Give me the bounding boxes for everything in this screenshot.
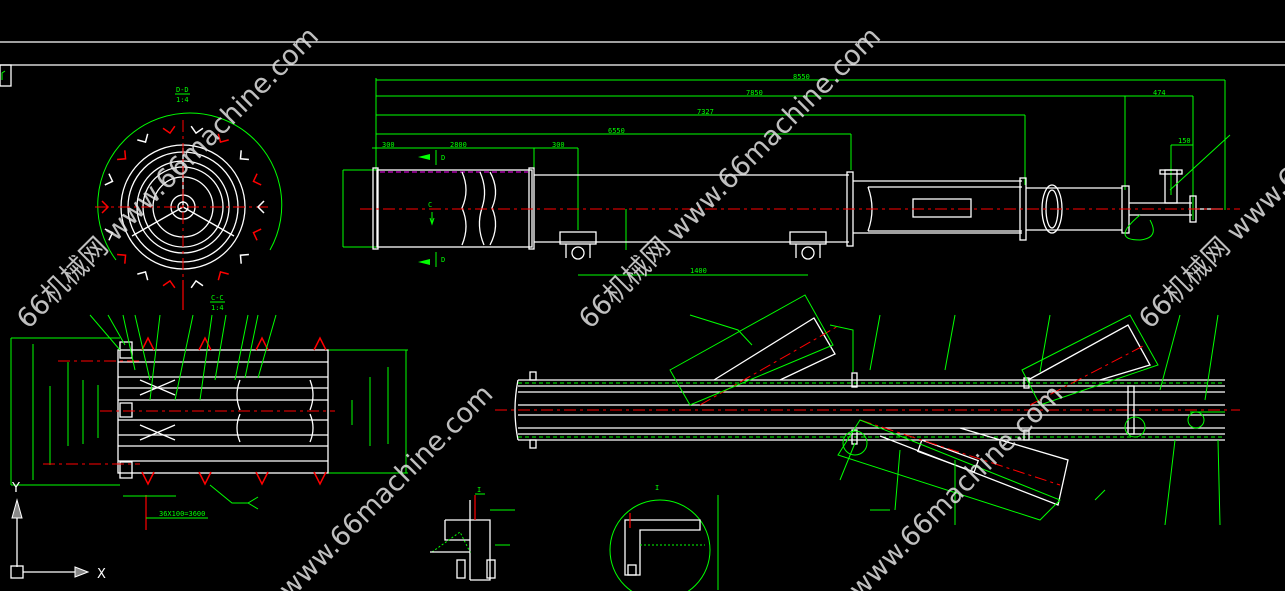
spike-icon [137, 271, 149, 281]
dim-10: 300 [552, 141, 565, 149]
spike-icon [141, 336, 155, 351]
spike-icon [198, 471, 212, 486]
svg-text:www.66machine.com: www.66machine.com [273, 379, 499, 591]
spike-icon [141, 471, 155, 486]
spike-icon [217, 271, 229, 281]
section-marker-d-top: D [441, 154, 445, 162]
dim-4: 6550 [608, 127, 625, 135]
spike-icon [255, 471, 269, 486]
section-cc-scale: 1:4 [211, 304, 224, 312]
dim-3: 7327 [697, 108, 714, 116]
spike-icon [101, 200, 110, 214]
spike-icon [255, 336, 269, 351]
spike-icon [198, 336, 212, 351]
section-marker-d-bottom: D [441, 256, 445, 264]
dim-5: 2800 [450, 141, 467, 149]
spike-icon [104, 173, 114, 186]
watermark: 66机械网 www.66machine.com 66机械网 www.66mach… [11, 21, 1285, 591]
svg-text:www.66machine.com: www.66machine.com [843, 379, 1069, 591]
spike-icon [313, 336, 327, 351]
spike-icon [217, 133, 229, 143]
dim-2: 7850 [746, 89, 763, 97]
detail-circle-title: I [655, 484, 659, 492]
spike-icon [239, 150, 249, 161]
pitch-note: 36X100=3600 [159, 510, 205, 518]
spike-icon [190, 125, 204, 135]
svg-text:66机械网 www.66machine.com: 66机械网 www.66machine.com [573, 21, 887, 335]
spike-icon [239, 253, 249, 264]
spike-icon [313, 471, 327, 486]
spike-icon [162, 125, 176, 135]
detail-i-title: I [477, 486, 481, 494]
saddle-support-right [789, 231, 827, 260]
longitudinal-section-view [495, 294, 1240, 526]
dim-8: 150 [1178, 137, 1191, 145]
dim-9: 1400 [690, 267, 707, 275]
dim-overall: 8550 [793, 73, 810, 81]
spike-icon [190, 279, 204, 289]
dim-7: 474 [1153, 89, 1166, 97]
ucs-y-label: Y [11, 481, 20, 496]
detail-circle-view: I [609, 484, 719, 591]
spike-icon [117, 253, 127, 264]
section-marker-c: C [428, 201, 432, 209]
spike-icon [137, 133, 149, 143]
elevation-view: 8550 7850 7327 6550 300 2800 300 474 150… [342, 73, 1240, 276]
ucs-x-label: X [97, 567, 106, 582]
section-dd-title: D-D [176, 86, 189, 94]
spike-icon [162, 279, 176, 289]
spike-icon [256, 200, 265, 214]
spike-icon [104, 228, 114, 241]
svg-text:66机械网 www.66machine.com: 66机械网 www.66machine.com [1133, 21, 1285, 335]
spike-icon [117, 150, 127, 161]
saddle-support-left [559, 231, 597, 260]
section-dd-view: D-D 1:4 [95, 86, 283, 300]
section-dd-scale: 1:4 [176, 96, 189, 104]
spike-icon [252, 173, 262, 186]
section-cc-view: C-C 1:4 36X100=3600 [10, 280, 408, 530]
section-cc-title: C-C [211, 294, 224, 302]
leader-lines [89, 314, 277, 510]
dim-6: 300 [382, 141, 395, 149]
ucs-icon: X Y [10, 481, 106, 582]
detail-i-view: I [430, 486, 515, 581]
drawing-frame [0, 41, 1285, 87]
spike-icon [252, 228, 262, 241]
